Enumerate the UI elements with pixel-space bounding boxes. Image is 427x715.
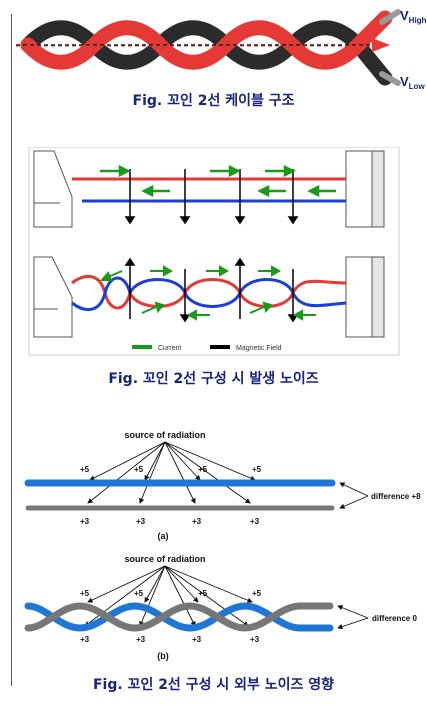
legend-field-label: Magnetic Field [236,345,282,352]
diff-arrows-b [337,605,369,630]
figure1-caption: Fig. 꼬인 2선 케이블 구조 [132,93,295,109]
legend-field-swatch [210,345,230,349]
current-arrows-top [100,164,336,198]
svg-text:+5: +5 [134,465,144,474]
svg-text:+3: +3 [250,517,260,526]
right-terminal-top [345,150,373,228]
top-values-a: +5 +5 +5 +5 [80,465,262,474]
black-strand [20,20,393,86]
svg-text:+5: +5 [252,589,262,598]
figure2-caption: Fig. 꼬인 2선 구성 시 발생 노이즈 [108,371,319,387]
svg-text:+5: +5 [198,465,208,474]
svg-text:+3: +3 [136,517,146,526]
current-arrows-bottom [99,265,316,321]
radiation-lines-a [87,441,256,504]
label-b: (b) [157,651,169,661]
diff-arrows-a [339,482,369,509]
source-label-a: source of radiation [124,430,205,440]
svg-text:+3: +3 [80,635,90,644]
v-low-label: VLow [400,74,425,91]
radiation-lines-b [84,565,253,627]
diff-label-a: difference +8 [371,492,421,501]
field-arrows-bottom [124,257,299,323]
svg-text:+5: +5 [80,465,90,474]
source-label-b: source of radiation [124,554,205,564]
diagram-frame [28,147,400,356]
twisted-wires-b [24,602,334,632]
center-arrow-head [372,38,390,52]
svg-text:+3: +3 [80,517,90,526]
left-terminal-top [33,150,73,228]
figure3-caption: Fig. 꼬인 2선 구성 시 외부 노이즈 영향 [92,677,334,693]
legend-current-swatch [132,345,152,349]
high-wire-end [379,9,401,25]
red-strand [20,10,393,70]
top-values-b: +5 +5 +5 +5 [80,589,262,598]
twisted-loops [71,274,347,312]
svg-text:+5: +5 [252,465,262,474]
svg-text:+5: +5 [80,589,90,598]
diff-label-b: difference 0 [372,614,417,623]
field-arrows-top [124,169,299,225]
svg-text:+3: +3 [250,635,260,644]
external-noise-diagram: source of radiation +5 +5 +5 +5 +3 +3 +3… [24,430,421,661]
label-a: (a) [158,531,169,541]
svg-text:+5: +5 [134,589,144,598]
bottom-values-a: +3 +3 +3 +3 [80,517,260,526]
low-wire-end [379,71,401,86]
bottom-values-b: +3 +3 +3 +3 [80,635,260,644]
svg-text:+3: +3 [192,517,202,526]
v-high-label: VHigh [400,8,427,25]
legend-current-label: Current [158,345,181,352]
left-terminal-bottom [33,256,73,338]
twisted-cable-diagram: VHigh VLow [16,8,427,91]
svg-text:+3: +3 [136,635,146,644]
right-terminal-bottom [345,256,373,338]
svg-text:+3: +3 [192,635,202,644]
noise-generation-diagram: Current Magnetic Field [28,147,400,356]
svg-text:+5: +5 [198,589,208,598]
left-margin-line [11,14,12,686]
